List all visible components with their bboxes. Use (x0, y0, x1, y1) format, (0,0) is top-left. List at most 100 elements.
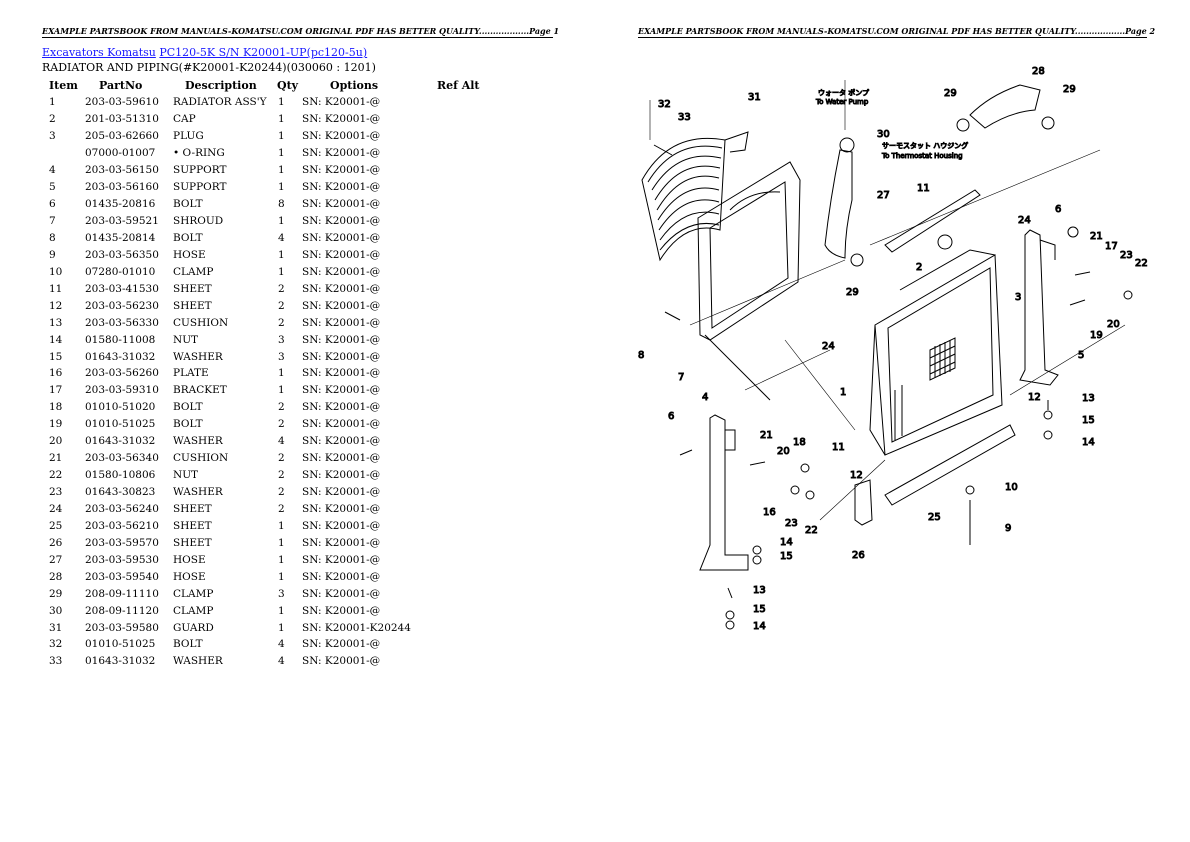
description-cell: HOSE (173, 553, 206, 566)
callout-7: 7 (678, 372, 684, 383)
partno-cell: 208-09-11120 (85, 604, 159, 617)
callout-13b: 13 (1082, 393, 1095, 404)
qty-cell: 4 (278, 638, 285, 651)
options-cell: SN: K20001-@ (302, 367, 381, 380)
options-cell: SN: K20001-@ (302, 282, 381, 295)
thermostat-note: To Thermostat Housing (881, 152, 963, 160)
qty-cell: 1 (278, 519, 285, 532)
item-cell: 6 (49, 198, 56, 211)
item-cell: 27 (49, 553, 63, 566)
description-cell: CLAMP (173, 604, 214, 617)
partno-cell: 01010-51025 (85, 638, 156, 651)
qty-cell: 8 (278, 198, 285, 211)
partno-cell: 203-03-56150 (85, 164, 159, 177)
ref-alt-cell (437, 280, 480, 297)
ref-alt-cell (437, 111, 480, 128)
description-cell: HOSE (173, 248, 206, 261)
table-row: 6 01435-20816 BOLT 8 SN: K20001-@ (42, 196, 480, 213)
description-cell: BOLT (173, 198, 203, 211)
qty-cell: 2 (278, 452, 285, 465)
hose-27-drawing (824, 149, 853, 259)
column-header-partno: PartNo (99, 79, 143, 92)
options-cell: SN: K20001-@ (302, 384, 381, 397)
qty-cell: 1 (278, 570, 285, 583)
options-cell: SN: K20001-@ (302, 198, 381, 211)
ref-alt-cell (437, 128, 480, 145)
callout-4: 4 (702, 392, 708, 403)
breadcrumb-link-excavators[interactable]: Excavators Komatsu (42, 46, 156, 59)
qty-cell: 2 (278, 486, 285, 499)
water-pump-note: To Water Pump (815, 98, 869, 106)
options-cell: SN: K20001-@ (302, 231, 381, 244)
ref-alt-cell (437, 246, 480, 263)
description-cell: SHEET (173, 502, 212, 515)
qty-cell: 2 (278, 418, 285, 431)
description-cell: PLATE (173, 367, 209, 380)
partno-cell: 203-03-59570 (85, 536, 159, 549)
item-cell: 16 (49, 367, 63, 380)
ref-alt-cell (437, 331, 480, 348)
ref-alt-cell (437, 501, 480, 518)
callout-6b: 6 (1055, 204, 1061, 215)
item-cell: 24 (49, 502, 63, 515)
ref-alt-cell (437, 619, 480, 636)
options-cell: SN: K20001-@ (302, 299, 381, 312)
options-cell: SN: K20001-K20244 (302, 621, 411, 634)
options-cell: SN: K20001-@ (302, 96, 381, 109)
partno-cell: 01643-31032 (85, 435, 156, 448)
description-cell: GUARD (173, 621, 214, 634)
ref-alt-cell (437, 517, 480, 534)
partno-cell: 203-03-56240 (85, 502, 159, 515)
support-right-drawing (1019, 229, 1059, 386)
ref-alt-cell (437, 179, 480, 196)
callout-18: 18 (793, 437, 806, 448)
partno-cell: 07000-01007 (85, 147, 156, 160)
qty-cell: 2 (278, 316, 285, 329)
partno-cell: 203-03-56230 (85, 299, 159, 312)
partno-cell: 01435-20814 (85, 231, 156, 244)
ref-alt-cell (437, 213, 480, 230)
partno-cell: 01435-20816 (85, 198, 156, 211)
ref-alt-cell (437, 348, 480, 365)
callout-8: 8 (638, 350, 644, 361)
description-cell: BOLT (173, 401, 203, 414)
qty-cell: 1 (278, 215, 285, 228)
item-cell: 1 (49, 96, 56, 109)
item-cell: 18 (49, 401, 63, 414)
item-cell: 7 (49, 215, 56, 228)
partno-cell: 203-03-59521 (85, 215, 159, 228)
partno-cell: 203-03-59610 (85, 96, 159, 109)
callout-19: 19 (1090, 330, 1103, 341)
description-cell: WASHER (173, 435, 223, 448)
ref-alt-cell (437, 433, 480, 450)
description-cell: • O-RING (173, 147, 225, 160)
callout-12a: 12 (850, 470, 863, 481)
ref-alt-cell (437, 382, 480, 399)
qty-cell: 1 (278, 164, 285, 177)
ref-alt-cell (437, 196, 480, 213)
callout-27: 27 (877, 190, 890, 201)
callout-26: 26 (852, 550, 865, 561)
item-cell: 11 (49, 282, 63, 295)
ref-alt-cell (437, 314, 480, 331)
callout-11a: 11 (832, 442, 845, 453)
options-cell: SN: K20001-@ (302, 502, 381, 515)
item-cell (42, 145, 85, 162)
item-cell: 21 (49, 452, 63, 465)
callout-12b: 12 (1028, 392, 1041, 403)
breadcrumb-link-model[interactable]: PC120-5K S/N K20001-UP(pc120-5u) (159, 46, 368, 59)
page-2-header: EXAMPLE PARTSBOOK FROM MANUALS-KOMATSU.C… (638, 26, 1156, 38)
callout-24b: 24 (1018, 215, 1031, 226)
qty-cell: 3 (278, 587, 285, 600)
ref-alt-cell (437, 416, 480, 433)
qty-cell: 1 (278, 147, 285, 160)
qty-cell: 1 (278, 367, 285, 380)
